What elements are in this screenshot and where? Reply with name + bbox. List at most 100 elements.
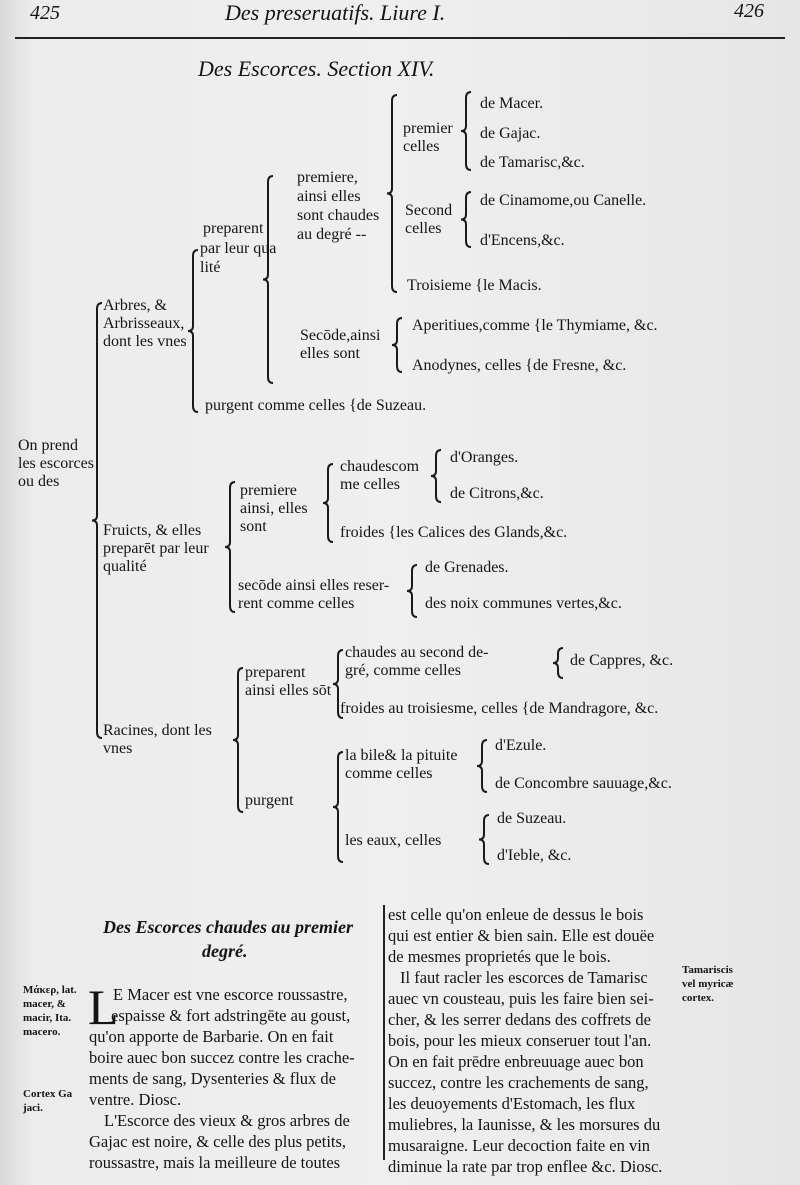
tree-chaudes-comme: me celles [340, 476, 400, 493]
tree-chaudes-second: gré, comme celles [345, 662, 461, 679]
margin-note: Tamariscis [682, 964, 733, 976]
tree-fruicts: preparēt par leur [103, 540, 209, 557]
tree-racines-preparent: ainsi elles sōt [245, 682, 332, 699]
tree-leaf: de Tamarisc,&c. [480, 154, 585, 171]
tree-seconde-ainsi: Secōde,ainsi [300, 327, 381, 344]
tree-root-line: ou des [18, 473, 60, 490]
tree-premier-celles: premier [403, 120, 453, 137]
tree-leaf: de Suzeau. [497, 810, 567, 827]
body-line: succez, contre les crachements de sang, [388, 1073, 649, 1092]
tree-bile: la bile& la pituite [345, 747, 458, 764]
tree-chaudes-second: chaudes au second de- [345, 644, 489, 661]
tree-leaf: de Cinamome,ou Canelle. [480, 192, 647, 209]
tree-fruicts-premiere: premiere [240, 482, 297, 499]
tree-leaf: d'Ieble, &c. [497, 847, 572, 864]
body-line: qui est entier & bien sain. Elle est dou… [388, 926, 655, 945]
body-line: roussastre, mais la meilleure de toutes [89, 1153, 341, 1172]
tree-leaf: de Gajac. [480, 125, 541, 142]
tree-chaudes-comme: chaudescom [340, 458, 420, 475]
tree-arbres-purgent: purgent comme celles {de Suzeau. [205, 397, 427, 414]
tree-anodynes: Anodynes, celles {de Fresne, &c. [412, 357, 627, 374]
margin-note: macir, Ita. [23, 1012, 72, 1024]
body-line: espaisse & fort adstringēte au goust, [111, 1006, 351, 1025]
brace [332, 751, 344, 863]
tree-leaf: d'Ezule. [495, 737, 547, 754]
brace [478, 814, 490, 865]
tree-eaux: les eaux, celles [345, 832, 442, 849]
tree-arbres-preparent: lité [200, 259, 221, 276]
tree-premier-celles: celles [403, 138, 440, 155]
column-rule [383, 905, 385, 1160]
body-line: est celle qu'on enleue de dessus le bois [388, 905, 644, 924]
brace [232, 667, 244, 813]
body-line: les deuoyements d'Estomach, les flux [388, 1094, 636, 1113]
tree-froides-mandragore: froides au troisiesme, celles {de Mandra… [340, 700, 659, 717]
subsection-heading: degré. [202, 941, 248, 961]
tree-arbres: Arbres, & [103, 297, 167, 314]
tree-racines: Racines, dont les [103, 722, 212, 739]
body-line: boire auec bon succez contre les crache- [89, 1048, 355, 1067]
brace [391, 317, 403, 373]
margin-note: macer, & [23, 998, 66, 1010]
margin-note: Cortex Ga [23, 1088, 73, 1100]
subsection-heading: Des Escorces chaudes au premier [103, 917, 353, 937]
tree-racines-purgent: purgent [245, 792, 294, 809]
drop-cap: L [88, 979, 119, 1035]
tree-leaf: de Citrons,&c. [450, 485, 544, 502]
tree-root-line: les escorces [18, 455, 94, 472]
tree-leaf: de Concombre sauuage,&c. [495, 775, 672, 792]
brace [187, 249, 199, 413]
tree-premiere-chaudes: ainsi elles [297, 188, 361, 205]
header-rule [15, 37, 785, 39]
body-line: Gajac est noire, & celle des plus petits… [89, 1132, 347, 1151]
body-line: Il faut racler les escorces de Tamarisc [400, 968, 648, 987]
tree-premiere-chaudes: sont chaudes [297, 207, 380, 224]
tree-arbres: dont les vnes [103, 333, 187, 350]
tree-root-line: On prend [18, 437, 78, 454]
tree-seconde-ainsi: elles sont [300, 345, 360, 362]
body-line: cher, & les serrer dedans des coffrets d… [388, 1010, 651, 1029]
page-number-right: 426 [734, 0, 764, 22]
body-line: qu'on apporte de Barbarie. On en fait [89, 1027, 334, 1046]
body-line: de mesmes proprietés que le bois. [388, 947, 611, 966]
body-line: E Macer est vne escorce roussastre, [113, 985, 348, 1004]
brace [224, 481, 236, 613]
margin-note: macero. [23, 1026, 61, 1038]
tree-arbres: Arbrisseaux, [103, 315, 185, 332]
tree-leaf: d'Oranges. [450, 449, 519, 466]
tree-fruicts: qualité [103, 558, 147, 575]
tree-second-celles: Second [405, 202, 453, 219]
tree-fruicts-seconde: rent comme celles [238, 595, 355, 612]
brace [386, 94, 398, 293]
body-line: ventre. Diosc. [89, 1090, 182, 1109]
brace [91, 302, 103, 739]
brace [460, 191, 472, 248]
brace [262, 175, 274, 384]
body-line: musaraigne. Leur decoction faite en vin [388, 1136, 651, 1155]
body-line: bois, pour les mieux conseruer tout l'an… [388, 1031, 652, 1050]
tree-fruicts-seconde: secōde ainsi elles reser- [238, 577, 390, 594]
tree-leaf: de Macer. [480, 95, 544, 112]
brace [430, 449, 442, 503]
tree-arbres-preparent: preparent [203, 220, 264, 237]
tree-premiere-chaudes: au degré -- [297, 226, 367, 243]
tree-leaf: de Cappres, &c. [570, 652, 674, 669]
tree-froides-glands: froides {les Calices des Glands,&c. [340, 524, 568, 541]
body-line: L'Escorce des vieux & gros arbres de [104, 1111, 350, 1130]
tree-leaf: d'Encens,&c. [480, 232, 565, 249]
tree-bile: comme celles [345, 765, 433, 782]
running-title: Des preseruatifs. Liure I. [225, 0, 446, 25]
tree-troisieme: Troisieme {le Macis. [407, 277, 542, 294]
brace [460, 91, 472, 171]
section-title: Des Escorces. Section XIV. [198, 56, 435, 81]
tree-leaf: de Grenades. [425, 559, 509, 576]
brace [406, 564, 418, 618]
page-number-left: 425 [30, 2, 60, 24]
tree-arbres-preparent: par leur qua [200, 240, 277, 257]
tree-fruicts-premiere: sont [240, 518, 267, 535]
tree-second-celles: celles [405, 220, 442, 237]
margin-note: jaci. [23, 1102, 43, 1114]
tree-premiere-chaudes: premiere, [297, 169, 358, 186]
margin-note: Μάκερ, lat. [23, 984, 77, 996]
body-line: auec vn cousteau, puis les faire bien se… [388, 989, 654, 1008]
